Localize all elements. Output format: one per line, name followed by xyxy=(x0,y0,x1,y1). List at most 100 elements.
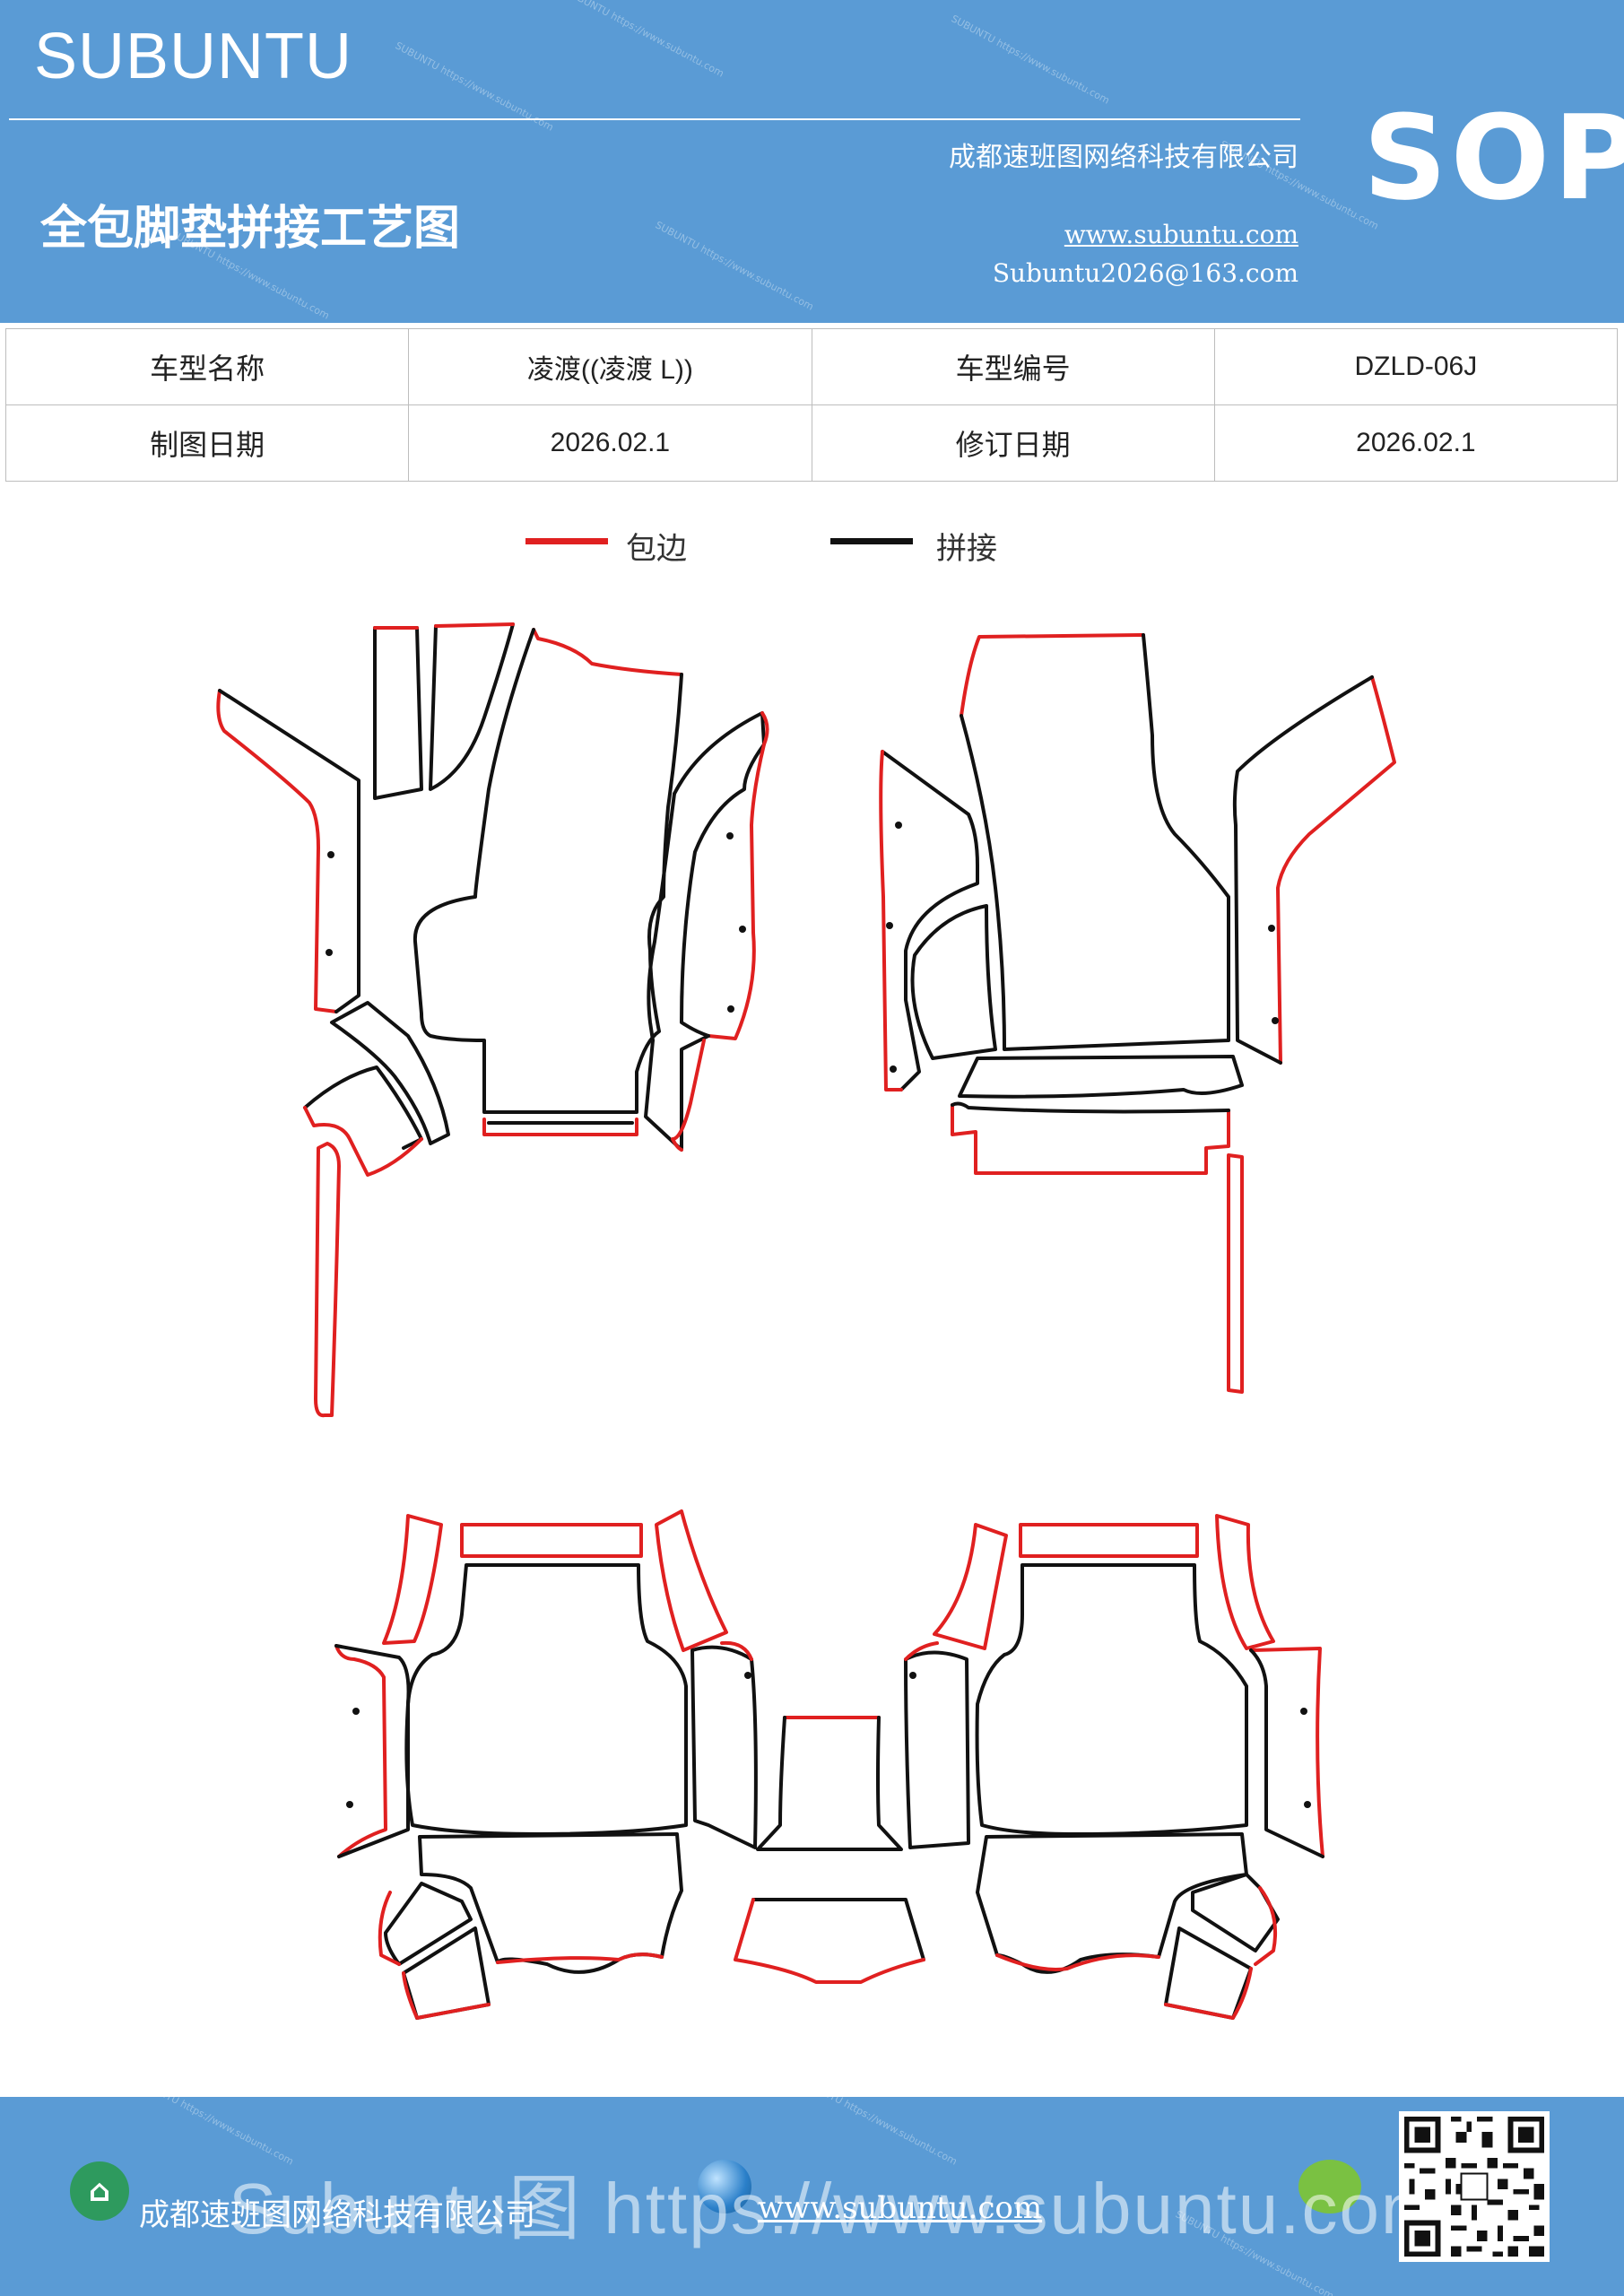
mat-piece xyxy=(647,792,676,1042)
footer-watermark: Subuntu图 https://www.subuntu.com xyxy=(229,2169,1443,2248)
footer-website-link[interactable]: www.subuntu.com xyxy=(758,2190,1043,2226)
revise-date-value: 2026.02.1 xyxy=(1213,404,1619,482)
mat-piece-edge xyxy=(1227,1153,1244,1394)
mat-piece-edge xyxy=(532,628,683,676)
mat-piece xyxy=(402,1926,491,2020)
mat-piece-edge xyxy=(734,1898,925,1984)
fixing-hole xyxy=(726,832,734,839)
mat-piece-edge xyxy=(314,1142,341,1418)
mat-piece-edge xyxy=(1164,1967,1253,2020)
mat-piece-edge xyxy=(720,1640,753,1661)
mat-piece-edge xyxy=(1215,1514,1275,1650)
wechat-icon xyxy=(1298,2160,1361,2213)
mat-piece-edge xyxy=(707,711,769,1040)
table-row: 车型名称 凌渡((凌渡 L)) 车型编号 DZLD-06J xyxy=(4,328,1619,405)
mat-piece xyxy=(975,1563,1248,1836)
mat-piece xyxy=(404,1563,688,1836)
company-name: 成都速班图网络科技有限公司 xyxy=(949,142,1298,173)
website-link[interactable]: www.subuntu.com xyxy=(1064,220,1298,249)
fixing-hole xyxy=(1304,1801,1311,1808)
mat-piece-edge xyxy=(904,1641,939,1661)
model-name-value: 凌渡((凌渡 L)) xyxy=(408,328,812,405)
mat-piece xyxy=(373,626,423,800)
table-row: 制图日期 2026.02.1 修订日期 2026.02.1 xyxy=(4,404,1619,482)
fixing-hole xyxy=(744,1672,751,1679)
header-divider xyxy=(9,118,1300,120)
sop-label: SOP xyxy=(1363,90,1624,226)
mat-piece-edge xyxy=(1019,1523,1199,1558)
mat-piece xyxy=(904,1650,970,1849)
front-left-mat-group xyxy=(216,622,769,1418)
footer-company-name: 成都速班图网络科技有限公司 xyxy=(139,2197,535,2233)
join-legend-swatch xyxy=(830,538,913,544)
mat-piece xyxy=(418,1832,683,1974)
mat-piece xyxy=(1191,1873,1280,1952)
mat-piece xyxy=(690,1645,758,1849)
mat-piece xyxy=(1232,675,1374,1065)
mat-piece xyxy=(751,1898,925,1961)
model-code-value: DZLD-06J xyxy=(1213,328,1619,405)
fixing-hole xyxy=(327,851,334,858)
mat-piece-edge xyxy=(303,1106,423,1177)
fixing-hole xyxy=(346,1801,353,1808)
footer-banner: SUBUNTU https://www.subuntu.com SUBUNTU … xyxy=(0,2097,1624,2296)
mat-piece xyxy=(1249,1648,1324,1858)
rear-right-mat-group xyxy=(904,1514,1324,2020)
mat-piece-edge xyxy=(382,1514,443,1645)
mat-piece-edge xyxy=(482,1118,638,1136)
mat-piece-edge xyxy=(879,750,903,1091)
fixing-hole xyxy=(739,926,746,933)
draw-date-value: 2026.02.1 xyxy=(408,404,812,482)
mat-piece-edge xyxy=(1254,1886,1278,1966)
edge-legend-label: 包边 xyxy=(626,531,687,567)
mat-piece xyxy=(330,1001,450,1145)
mat-piece xyxy=(673,711,766,1038)
revise-date-label: 修订日期 xyxy=(811,404,1215,482)
mat-piece xyxy=(958,1055,1244,1099)
fixing-hole xyxy=(890,1065,897,1073)
fixing-hole xyxy=(886,922,893,929)
qr-code[interactable] xyxy=(1399,2111,1550,2262)
mat-piece xyxy=(910,904,997,1060)
fixing-hole xyxy=(326,949,333,956)
mat-piece-edge xyxy=(951,1103,1230,1175)
mat-piece xyxy=(384,1882,473,1966)
fixing-hole xyxy=(1272,1017,1279,1024)
mat-piece xyxy=(303,1065,423,1150)
mat-piece-edge xyxy=(378,1891,401,1966)
mat-piece-edge xyxy=(1249,1647,1324,1858)
mat-piece-edge xyxy=(334,1644,387,1858)
join-legend-label: 拼接 xyxy=(936,531,997,567)
brand-logo-text: SUBUNTU xyxy=(34,21,353,92)
mat-piece xyxy=(644,1034,710,1152)
legend: 包边 拼接 xyxy=(0,522,1624,576)
floor-mat-diagram xyxy=(216,622,1396,2020)
mat-piece-edge xyxy=(671,1039,706,1152)
rear-left-mat-group xyxy=(334,1509,758,2020)
rear-center-mat-group xyxy=(734,1716,925,1984)
mat-piece xyxy=(960,633,1230,1051)
mat-piece xyxy=(218,689,360,1013)
mat-piece-edge xyxy=(402,1971,491,2020)
mat-piece-edge xyxy=(216,689,338,1013)
mat-piece-edge xyxy=(434,622,515,628)
fixing-hole xyxy=(1268,925,1275,932)
fixing-hole xyxy=(909,1672,916,1679)
fixing-hole xyxy=(727,1005,734,1013)
mat-piece-edge xyxy=(1276,675,1396,1065)
front-right-mat-group xyxy=(879,633,1396,1394)
mat-piece xyxy=(881,750,979,1091)
mat-piece xyxy=(334,1644,411,1858)
info-table: 车型名称 凌渡((凌渡 L)) 车型编号 DZLD-06J 制图日期 2026.… xyxy=(4,328,1619,482)
mat-piece xyxy=(429,622,515,791)
draw-date-label: 制图日期 xyxy=(4,404,410,482)
header-banner: SUBUNTU https://www.subuntu.com SUBUNTU … xyxy=(0,0,1624,323)
mat-piece xyxy=(413,628,683,1114)
mat-piece-edge xyxy=(460,1523,643,1558)
mat-piece-edge xyxy=(933,1523,1008,1650)
mat-piece xyxy=(951,1101,1230,1114)
globe-icon xyxy=(698,2160,751,2213)
model-name-label: 车型名称 xyxy=(4,328,410,405)
fixing-hole xyxy=(352,1708,360,1715)
email-address: Subuntu2026@163.com xyxy=(992,258,1298,288)
